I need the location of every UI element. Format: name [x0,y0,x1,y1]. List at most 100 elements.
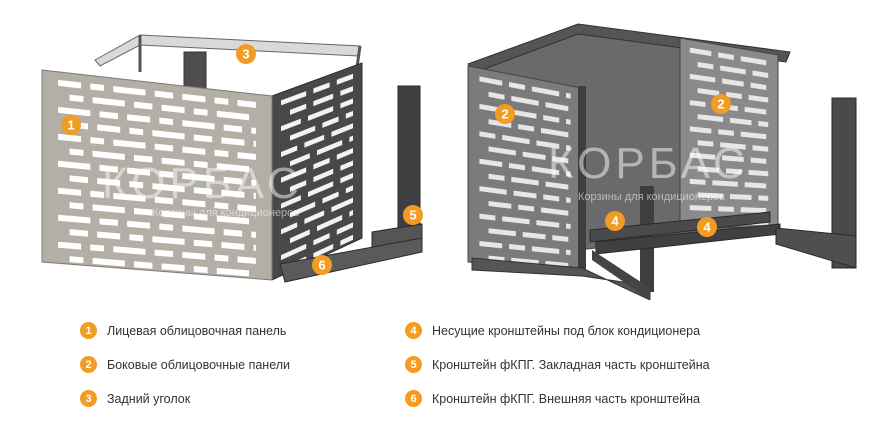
panel-slot [744,182,767,189]
panel-slot [718,52,734,60]
panel-slot [154,90,174,99]
panel-slot [161,210,185,219]
basket-diagram: КОРБАС Корзины для кондиционеров КОРБАС … [41,23,857,300]
panel-slot [90,244,105,252]
panel-slot [99,111,118,120]
panel-slot [488,173,505,181]
panel-slot [340,172,353,184]
svg-text:4: 4 [703,220,711,235]
callout-2-right: 2 [711,94,731,114]
panel-slot [522,231,546,240]
panel-slot [689,178,706,185]
panel-slot [479,131,496,139]
panel-slot [223,229,243,237]
panel-slot [97,124,121,133]
panel-slot [313,157,330,170]
panel-slot [345,185,353,194]
panel-slot [720,142,746,150]
panel-slot [58,133,82,143]
legend-label: Несущие кронштейны под блок кондиционера [432,323,701,338]
panel-slot [502,216,530,225]
panel-slot [566,223,571,230]
panel-slot [216,267,249,277]
panel-slot [237,256,256,264]
panel-slot [340,98,353,109]
panel-slot [127,220,151,229]
panel-slot [90,190,105,198]
panel-slot [182,120,215,130]
panel-slot [58,160,91,170]
panel-slot [69,256,84,264]
panel-slot [129,181,144,189]
panel-slot [317,214,343,232]
legend: 1 Лицевая облицовочная панель 2 Боковые … [0,322,890,422]
panel-slot [748,169,769,177]
panel-slot [113,246,146,255]
panel-slot [58,214,91,224]
watermark-brand-right: КОРБАС [548,139,749,188]
callout-3: 3 [236,44,256,64]
panel-slot [349,209,353,217]
panel-slot [729,117,752,126]
panel-slot [69,175,88,184]
panel-slot [182,251,206,260]
panel-slot [161,157,185,166]
panel-slot [697,192,724,199]
panel-slot [281,91,307,106]
panel-slot [540,207,569,216]
panel-slot [331,123,353,137]
callout-2-left: 2 [495,104,515,124]
watermark-right: КОРБАС Корзины для кондиционеров [548,139,749,203]
panel-slot [134,154,153,163]
panel-slot [513,109,537,119]
panel-slot [281,222,298,235]
panel-slot [97,177,121,187]
panel-slot [92,150,125,160]
panel-slot [290,229,310,244]
panel-slot [750,157,767,164]
panel-slot [223,124,243,133]
panel-slot [566,171,571,177]
watermark-tagline-right: Корзины для кондиционеров [578,191,725,203]
panel-slot [161,104,185,114]
panel-slot [697,88,720,96]
panel-slot [216,215,249,225]
panel-slot [479,186,507,195]
legend-number-badge: 4 [405,322,422,339]
panel-slot [69,202,84,210]
panel-slot [58,241,82,250]
legend-item: 4 Несущие кронштейны под блок кондиционе… [405,322,710,339]
panel-slot [193,134,213,143]
panel-slot [518,204,535,212]
panel-slot [214,149,229,158]
panel-slot [154,249,174,258]
panel-slot [161,263,185,272]
panel-slot [214,202,229,210]
callouts: 1 3 5 6 2 2 4 4 [61,44,731,275]
panel-slot [740,131,767,140]
panel-slot [509,244,525,251]
panel-slot [322,116,339,128]
panel-slot [159,170,174,178]
panel-slot [182,172,215,182]
panel-slot [317,140,343,156]
panel-slot [545,181,569,190]
panel-slot [134,101,153,110]
callout-1: 1 [61,115,81,135]
panel-slot [697,140,714,147]
panel-slot [113,192,146,202]
panel-slot [566,92,571,99]
legend-item: 1 Лицевая облицовочная панель [80,322,290,339]
svg-text:4: 4 [611,214,619,229]
panel-slot [758,195,769,201]
panel-slot [322,191,339,204]
panel-slot [182,199,206,208]
svg-text:2: 2 [717,97,724,112]
panel-slot [752,70,769,78]
panel-slot [536,140,560,149]
panel-slot [522,151,546,161]
panel-slot [552,235,569,242]
panel-slot [689,73,716,83]
panel-slot [152,236,185,245]
panel-slot [253,140,256,147]
